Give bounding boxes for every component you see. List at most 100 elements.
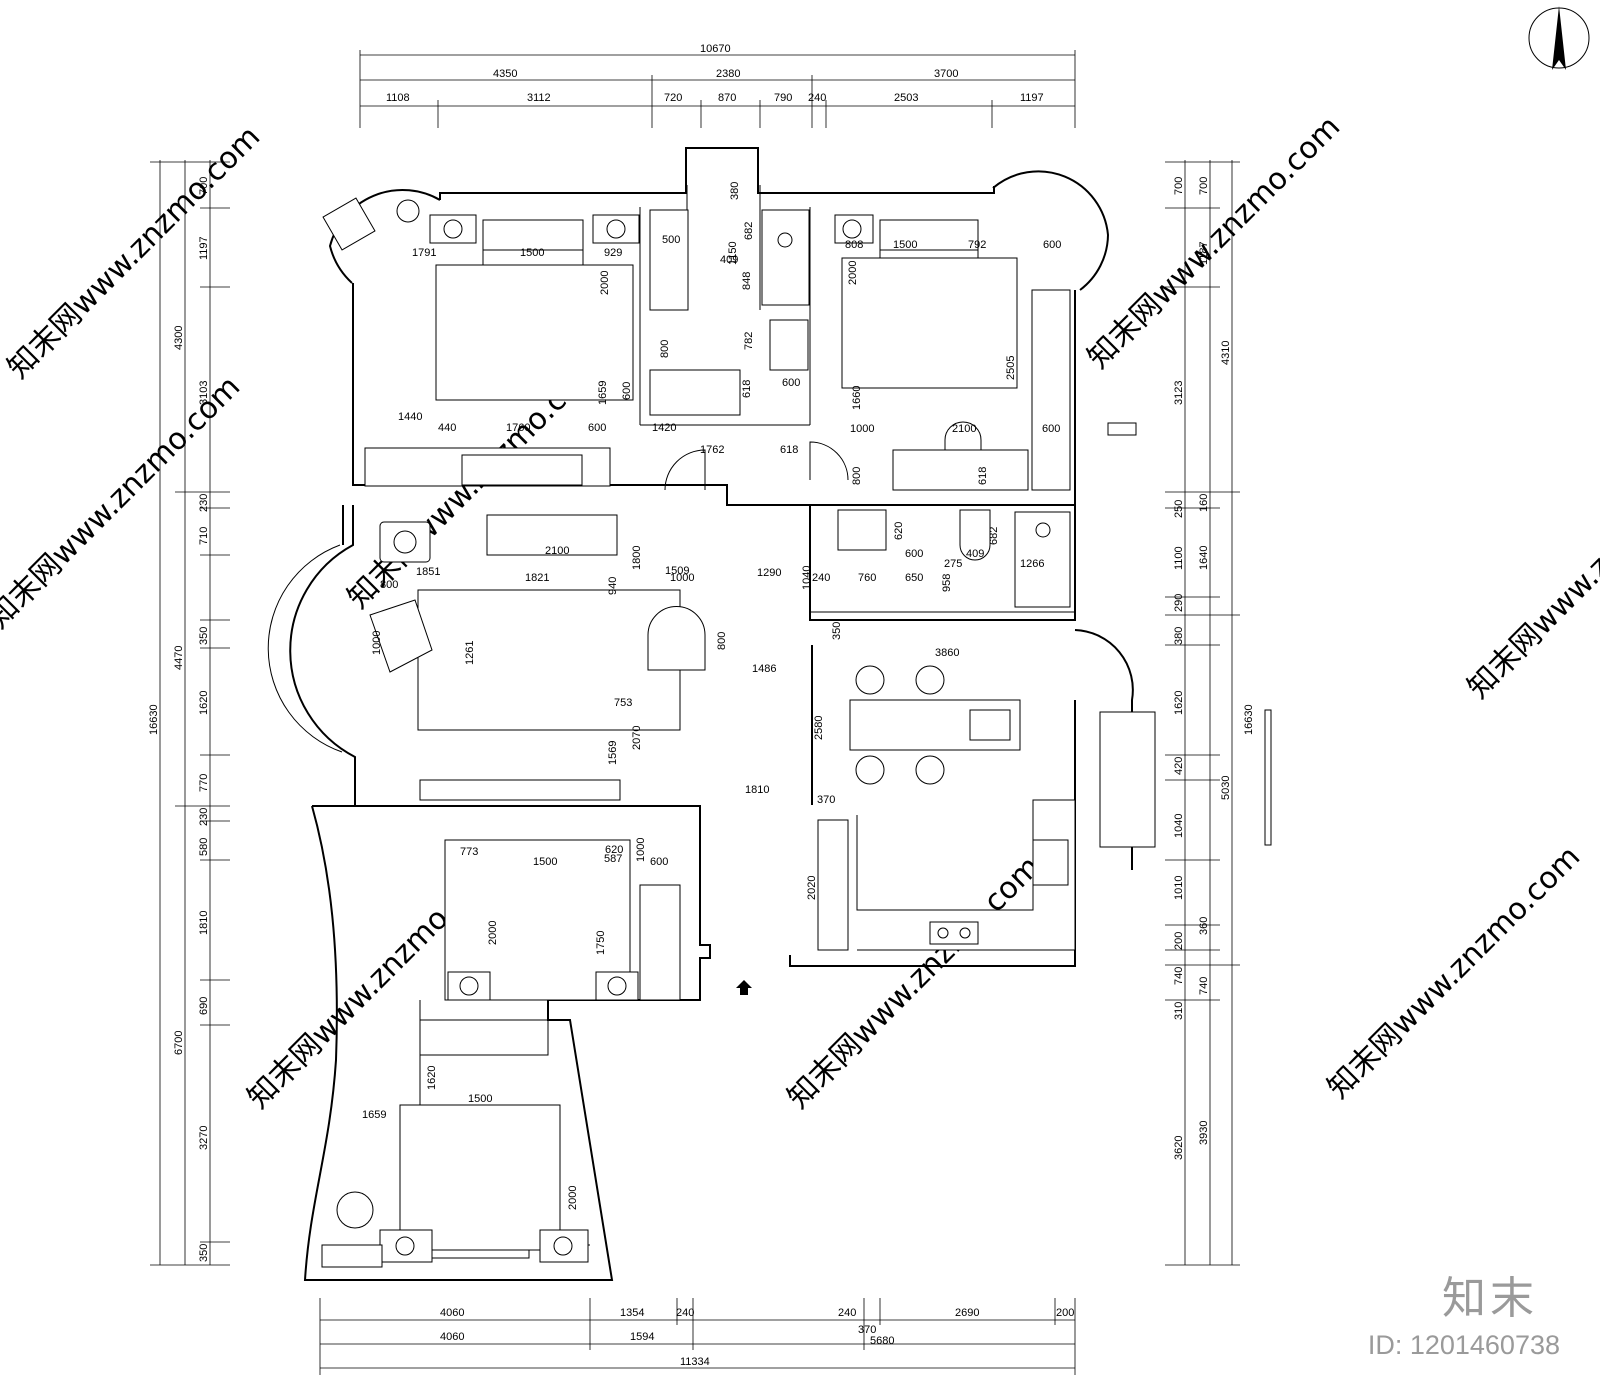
wardrobe xyxy=(1031,289,1071,491)
left-dim: 1620 xyxy=(198,691,210,715)
nightstand xyxy=(595,971,639,1001)
right-dim: 1640 xyxy=(1198,546,1210,570)
dim-label: 1760 xyxy=(506,422,530,434)
tv-cabinet xyxy=(419,779,621,801)
nightstand xyxy=(447,971,491,1001)
armchair xyxy=(322,197,376,251)
left-dimensions: 16630 4300 4470 6700 700 1197 3103 230 7… xyxy=(148,160,230,1266)
stove xyxy=(929,921,979,945)
dim-label: 848 xyxy=(741,272,753,290)
right-dim: 160 xyxy=(1198,494,1210,512)
right-dim: 250 xyxy=(1173,500,1185,518)
right-dim: 3620 xyxy=(1173,1136,1185,1160)
right-dim: 740 xyxy=(1198,977,1210,995)
right-dim: 1010 xyxy=(1173,876,1185,900)
toilet xyxy=(959,509,991,561)
brand-logo: 知末 xyxy=(1442,1273,1538,1324)
right-dim: 200 xyxy=(1173,932,1185,950)
north-arrow-icon xyxy=(1528,6,1590,70)
top-dim: 1197 xyxy=(1020,92,1044,104)
dim-label: 1261 xyxy=(464,641,476,665)
dim-label: 1040 xyxy=(801,566,813,590)
top-dimensions: 10670 4350 2380 3700 1108 3112 720 870 7… xyxy=(359,43,1076,128)
right-dim: 4310 xyxy=(1220,341,1232,365)
dim-label: 600 xyxy=(1042,423,1060,435)
dim-label: 600 xyxy=(782,377,800,389)
dim-label: 800 xyxy=(659,340,671,358)
dim-label: 1660 xyxy=(851,386,863,410)
top-dim: 2380 xyxy=(716,68,740,80)
dim-label: 618 xyxy=(977,467,989,485)
dim-label: 500 xyxy=(662,234,680,246)
dim-label: 409 xyxy=(966,548,984,560)
right-dim: 1040 xyxy=(1173,814,1185,838)
watermark: 知末网www.znzmo.com xyxy=(1461,439,1600,705)
left-dim: 710 xyxy=(198,527,210,545)
right-dim: 700 xyxy=(1198,177,1210,195)
top-dim: 240 xyxy=(808,92,826,104)
left-dim: 350 xyxy=(198,1244,210,1262)
nightstand xyxy=(379,1229,433,1263)
side-table xyxy=(379,521,431,563)
left-dim: 580 xyxy=(198,838,210,856)
dim-label: 600 xyxy=(588,422,606,434)
dim-label: 808 xyxy=(845,239,863,251)
right-dim: 740 xyxy=(1173,967,1185,985)
dim-label: 1500 xyxy=(893,239,917,251)
nightstand xyxy=(592,214,640,244)
dim-label: 370 xyxy=(817,794,835,806)
left-dim: 770 xyxy=(198,774,210,792)
dim-label: 275 xyxy=(944,558,962,570)
kitchen-counter xyxy=(856,799,1076,951)
ottoman xyxy=(647,606,706,671)
dim-label: 1290 xyxy=(757,567,781,579)
interior-dimensions: 1791 1500 929 2000 1440 440 1760 600 142… xyxy=(362,182,1061,1210)
dim-label: 650 xyxy=(905,572,923,584)
dim-label: 618 xyxy=(741,380,753,398)
dim-label: 1659 xyxy=(597,381,609,405)
dim-label: 1500 xyxy=(468,1093,492,1105)
left-dim: 230 xyxy=(198,808,210,826)
left-dim: 3103 xyxy=(198,381,210,405)
bottom-dim: 1594 xyxy=(630,1331,654,1343)
bottom-dim: 2690 xyxy=(955,1307,979,1319)
dim-label: 620 xyxy=(893,522,905,540)
dim-label: 600 xyxy=(905,548,923,560)
right-dim: 1620 xyxy=(1173,691,1185,715)
right-dim: 360 xyxy=(1198,917,1210,935)
nightstand xyxy=(539,1229,589,1263)
top-dim: 720 xyxy=(664,92,682,104)
top-dim: 3112 xyxy=(527,92,551,104)
dim-label: 1821 xyxy=(525,572,549,584)
dim-label: 440 xyxy=(438,422,456,434)
dim-label: 620 xyxy=(605,844,623,856)
dim-label: 1569 xyxy=(607,741,619,765)
dim-label: 1659 xyxy=(362,1109,386,1121)
dim-label: 1500 xyxy=(520,247,544,259)
dim-label: 782 xyxy=(743,332,755,350)
dim-label: 682 xyxy=(988,527,1000,545)
dim-label: 1420 xyxy=(652,422,676,434)
wardrobe xyxy=(639,884,681,1001)
bottom-dimensions: 4060 1354 240 240 2690 200 4060 1594 370… xyxy=(319,1298,1076,1375)
bottom-dim: 240 xyxy=(838,1307,856,1319)
rug xyxy=(841,257,1018,389)
dim-label: 409 xyxy=(720,254,738,266)
dim-label: 1851 xyxy=(416,566,440,578)
dim-label: 1800 xyxy=(631,546,643,570)
dim-label: 1266 xyxy=(1020,558,1044,570)
top-dim-total: 10670 xyxy=(700,43,731,55)
dim-label: 600 xyxy=(1043,239,1061,251)
bathtub xyxy=(649,209,689,311)
desk xyxy=(892,449,1029,491)
dim-label: 1762 xyxy=(700,444,724,456)
dim-label: 1000 xyxy=(635,838,647,862)
dim-label: 1486 xyxy=(752,663,776,675)
watermark: 知末网www.znzmo.com xyxy=(1321,839,1587,1105)
left-dim: 690 xyxy=(198,997,210,1015)
left-dim: 4470 xyxy=(173,646,185,670)
top-dim: 1108 xyxy=(386,92,410,104)
right-dim: 420 xyxy=(1173,757,1185,775)
dim-label: 2580 xyxy=(813,716,825,740)
armchair xyxy=(369,599,433,673)
